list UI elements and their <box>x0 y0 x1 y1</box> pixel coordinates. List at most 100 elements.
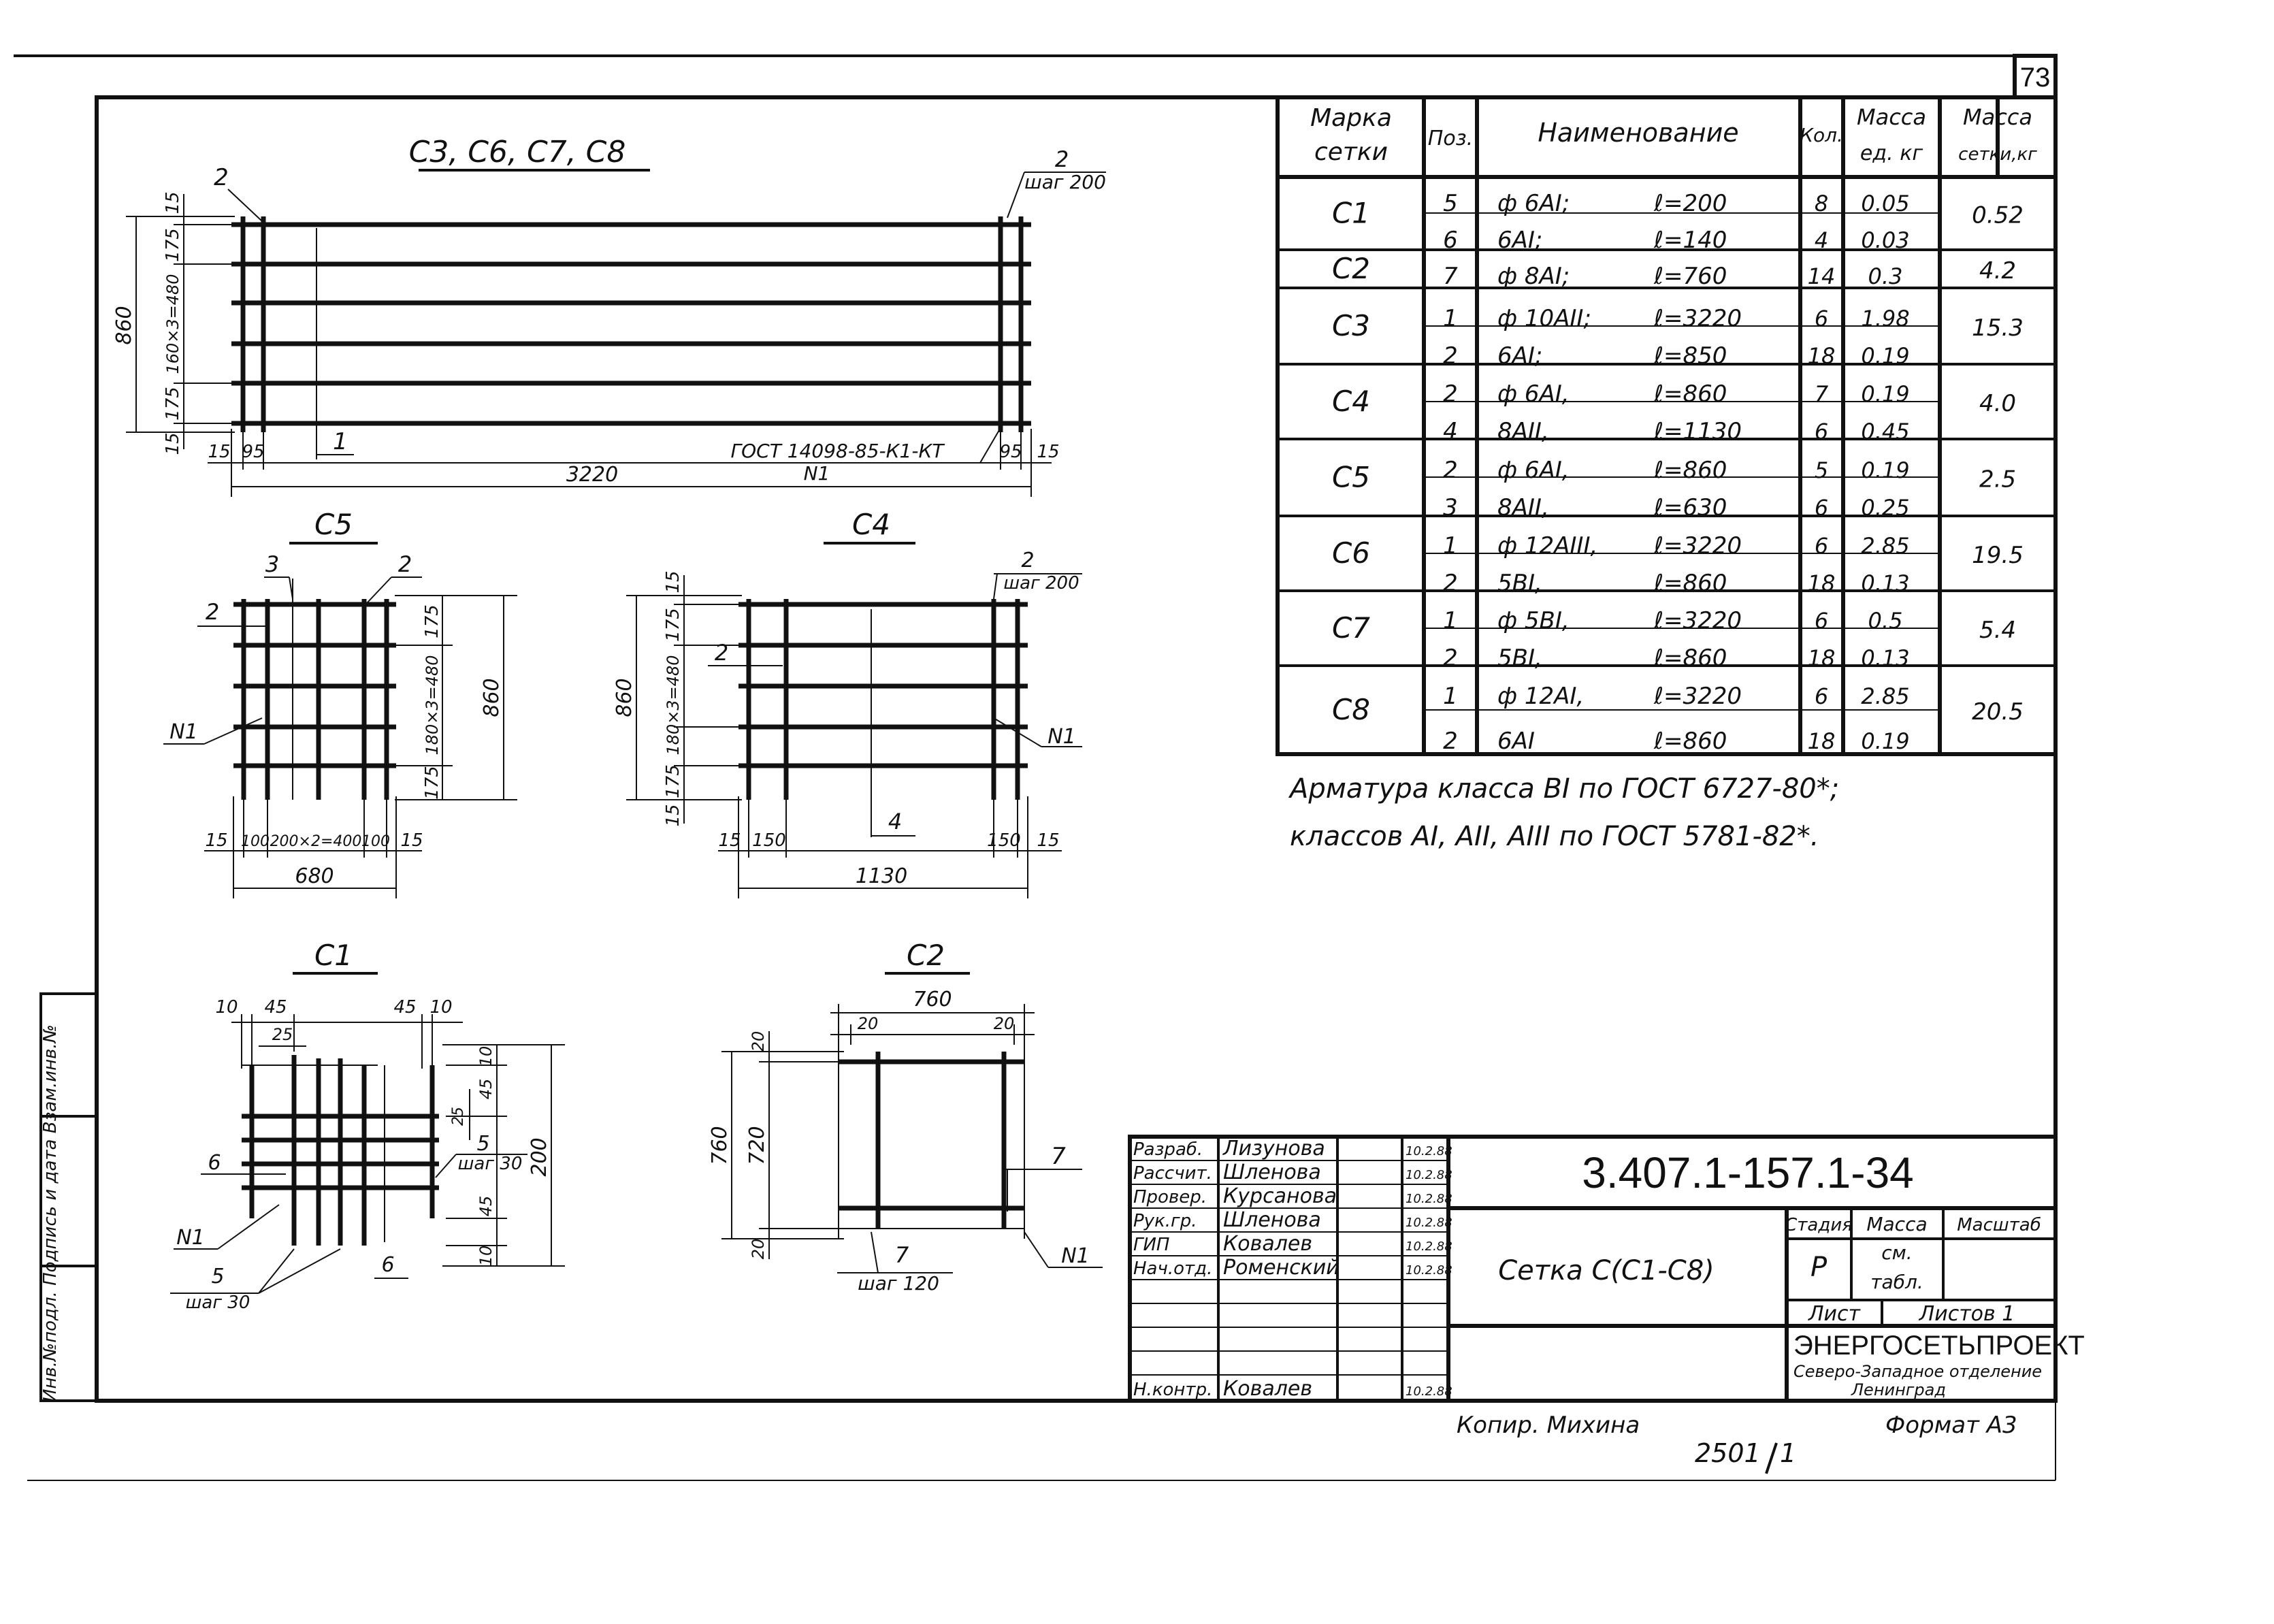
total-mass-cell: 4.2 <box>1979 257 2016 285</box>
qty-cell: 18 <box>1808 728 1836 754</box>
qty-cell: 18 <box>1808 343 1836 369</box>
c4-vertical-bars <box>746 599 1020 800</box>
signature-date: 10.2.88 <box>1406 1168 1452 1182</box>
c1-dim-25b: 25 <box>450 1107 467 1126</box>
c3-dim-height: 860 <box>112 306 136 344</box>
c2-label-7a: 7 <box>1051 1143 1066 1170</box>
spec-table-grid <box>1276 95 2058 756</box>
c5-label-2a: 2 <box>398 551 412 577</box>
c4-dim-total: 1130 <box>856 864 907 888</box>
unit-mass-cell: 2.85 <box>1861 533 1909 559</box>
c4-label-2b: 2 <box>715 640 728 666</box>
c1-step-a: шаг 30 <box>458 1154 523 1174</box>
c1-label-6a: 6 <box>208 1151 221 1175</box>
unit-mass-cell: 0.19 <box>1861 728 1909 754</box>
unit-mass-cell: 2.85 <box>1861 683 1909 709</box>
c3-dim-mid: 160×3=480 <box>163 274 182 374</box>
c1-label-5a: 5 <box>476 1132 489 1156</box>
total-mass-cell: 15.3 <box>1972 314 2024 342</box>
name-cell: ф 6АI; <box>1497 190 1570 217</box>
organization: ЭНЕРГОСЕТЬПРОЕКТ <box>1793 1331 2085 1361</box>
qty-cell: 6 <box>1815 495 1828 521</box>
length-cell: ℓ=3220 <box>1653 683 1742 710</box>
mass-value-1: см. <box>1881 1241 1912 1264</box>
c2-title: С2 <box>907 939 945 972</box>
c1-label-5b: 5 <box>211 1265 224 1288</box>
c2-dim-height: 760 <box>708 1126 732 1165</box>
c3-transverse-bars <box>240 216 1024 432</box>
c1-dim-45d: 45 <box>476 1196 496 1217</box>
copier: Копир. Михина <box>1457 1412 1640 1439</box>
c1-dim-10c: 10 <box>476 1046 496 1067</box>
mark-cell: С6 <box>1332 536 1370 570</box>
c1-dim-45b: 45 <box>393 997 416 1018</box>
unit-mass-cell: 1.98 <box>1861 306 1909 331</box>
length-cell: ℓ=140 <box>1653 227 1727 254</box>
signature-name: Роменский <box>1223 1256 1339 1280</box>
c1-short-bars <box>249 1055 435 1246</box>
c4-dim-150a: 150 <box>752 830 786 851</box>
pos-cell: 1 <box>1443 607 1458 634</box>
c4-dim-15b: 15 <box>663 804 683 826</box>
length-cell: ℓ=860 <box>1653 645 1727 672</box>
length-cell: ℓ=1130 <box>1653 418 1742 445</box>
name-cell: 8АII, <box>1497 494 1549 521</box>
name-cell: ф 12АI, <box>1497 683 1584 710</box>
c3-label-1: 1 <box>333 428 348 455</box>
unit-mass-cell: 0.3 <box>1868 263 1903 289</box>
header-total-2: сетки,кг <box>1958 144 2037 165</box>
qty-cell: 6 <box>1815 419 1828 444</box>
c4-dim-175a: 175 <box>663 608 683 642</box>
qty-cell: 6 <box>1815 533 1828 559</box>
unit-mass-cell: 0.45 <box>1861 419 1909 444</box>
c1-dim-10a: 10 <box>215 997 238 1018</box>
mark-cell: С5 <box>1332 461 1370 494</box>
qty-cell: 6 <box>1815 306 1828 331</box>
c1-title: С1 <box>314 939 353 972</box>
unit-mass-cell: 0.19 <box>1861 457 1909 483</box>
qty-cell: 18 <box>1808 645 1836 671</box>
c2-step: шаг 120 <box>858 1272 939 1295</box>
doc-code: 3.407.1-157.1-34 <box>1582 1148 1914 1197</box>
name-cell: 6АI; <box>1497 342 1542 370</box>
length-cell: ℓ=630 <box>1653 494 1727 521</box>
drawing-c4: С4 4 2 шаг 200 2 N1 <box>613 508 1082 898</box>
signature-role: Рук.гр. <box>1133 1211 1197 1231</box>
note-line-2: классов АI, АII, АIII по ГОСТ 5781-82*. <box>1290 821 1819 852</box>
name-cell: 5ВI, <box>1497 570 1542 597</box>
pos-cell: 1 <box>1443 683 1458 710</box>
qty-cell: 7 <box>1815 381 1829 407</box>
length-cell: ℓ=860 <box>1653 570 1727 597</box>
c3-label-2b: 2 <box>1055 146 1069 172</box>
c4-dim-150b: 150 <box>987 830 1021 851</box>
drawing-c5: С5 3 2 2 N1 <box>163 508 517 898</box>
total-mass-cell: 20.5 <box>1972 698 2024 726</box>
stage-label: Стадия <box>1785 1215 1853 1235</box>
c4-dim-15a: 15 <box>663 570 683 593</box>
pos-cell: 6 <box>1443 227 1458 254</box>
qty-cell: 18 <box>1808 570 1836 596</box>
note-line-1: Арматура класса ВI по ГОСТ 6727-80*; <box>1288 773 1839 805</box>
spec-table-header: Марка сетки Поз. Наименование Кол. Масса… <box>1310 104 2037 166</box>
c1-long-bars <box>242 1114 439 1190</box>
unit-mass-cell: 0.19 <box>1861 381 1909 407</box>
length-cell: ℓ=850 <box>1653 342 1727 370</box>
mark-cell: С3 <box>1332 309 1370 342</box>
c4-dim-15d: 15 <box>1037 830 1059 851</box>
c1-dim-45a: 45 <box>264 997 287 1018</box>
length-cell: ℓ=200 <box>1653 190 1727 217</box>
c3-title: С3, С6, С7, С8 <box>409 135 626 169</box>
c5-dim-height: 860 <box>480 678 504 717</box>
c4-dim-15c: 15 <box>718 830 741 851</box>
c5-dim-100a: 100 <box>241 833 270 850</box>
c4-label-4: 4 <box>888 809 902 834</box>
c3-dim-15d: 15 <box>163 432 183 455</box>
mark-cell: С4 <box>1332 385 1370 418</box>
name-cell: 6АI; <box>1497 227 1542 254</box>
signature-role: Рассчит. <box>1133 1163 1212 1184</box>
signature-date: 10.2.88 <box>1406 1144 1452 1158</box>
c5-dim-175b: 175 <box>422 766 442 800</box>
c3-dim-15c: 15 <box>1037 442 1059 462</box>
pos-cell: 2 <box>1443 645 1458 672</box>
pos-cell: 5 <box>1443 190 1458 217</box>
